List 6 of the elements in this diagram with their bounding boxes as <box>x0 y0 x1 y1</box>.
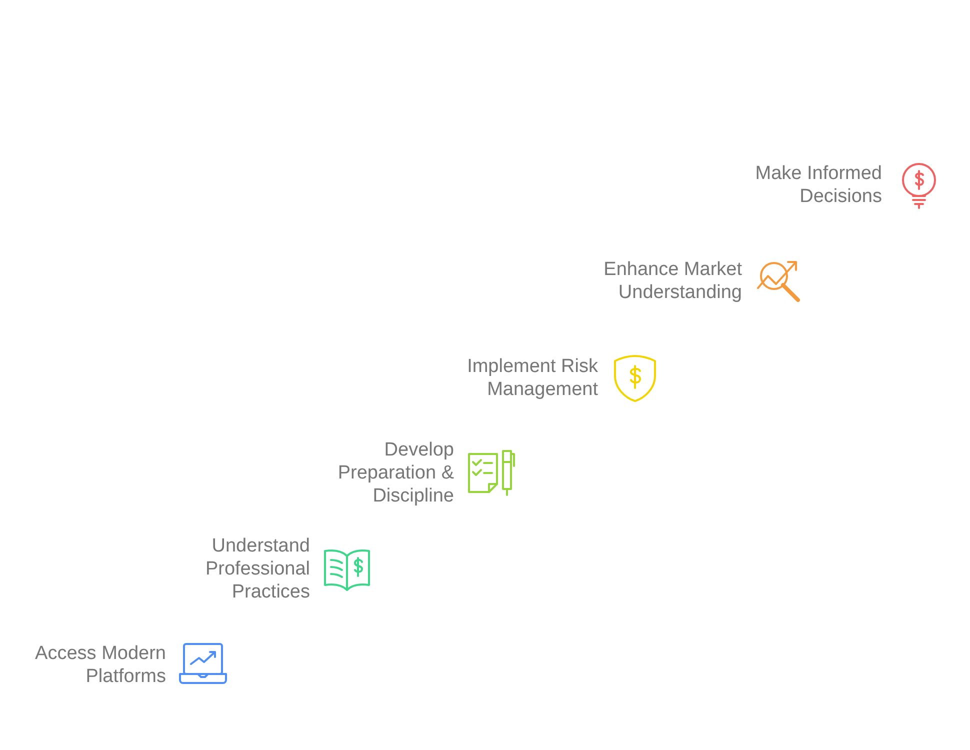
step-label: Access Modern Platforms <box>34 642 166 688</box>
step-label: Implement Risk Management <box>466 355 598 401</box>
step-label: Understand Professional Practices <box>204 534 310 604</box>
step-label: Develop Preparation & Discipline <box>336 438 454 508</box>
step-label: Make Informed Decisions <box>754 162 882 208</box>
step-label: Enhance Market Understanding <box>602 258 742 304</box>
